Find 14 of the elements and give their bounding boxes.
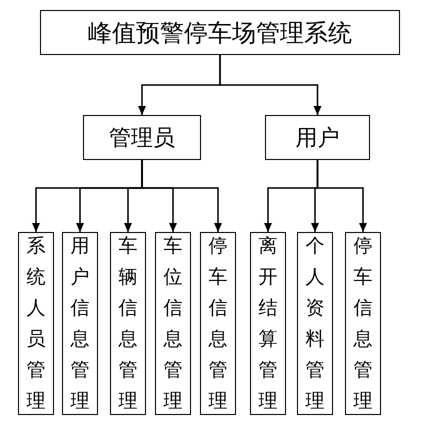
module-box: 停车信息管理 xyxy=(345,232,381,415)
title-box: 峰值预警停车场管理系统 xyxy=(40,10,400,55)
module-box: 停车信息管理 xyxy=(200,232,236,415)
role-box: 用户 xyxy=(265,115,370,160)
module-box: 离开结算管理 xyxy=(250,232,286,415)
module-box: 车辆信息管理 xyxy=(110,232,146,415)
arrow xyxy=(141,160,222,232)
arrow xyxy=(316,160,367,232)
arrow xyxy=(219,55,322,115)
role-box: 管理员 xyxy=(83,115,201,160)
module-box: 用户信息管理 xyxy=(62,232,98,415)
module-box: 个人资料管理 xyxy=(297,232,333,415)
module-box: 系统人员管理 xyxy=(18,232,54,415)
module-box: 车位信息管理 xyxy=(155,232,191,415)
